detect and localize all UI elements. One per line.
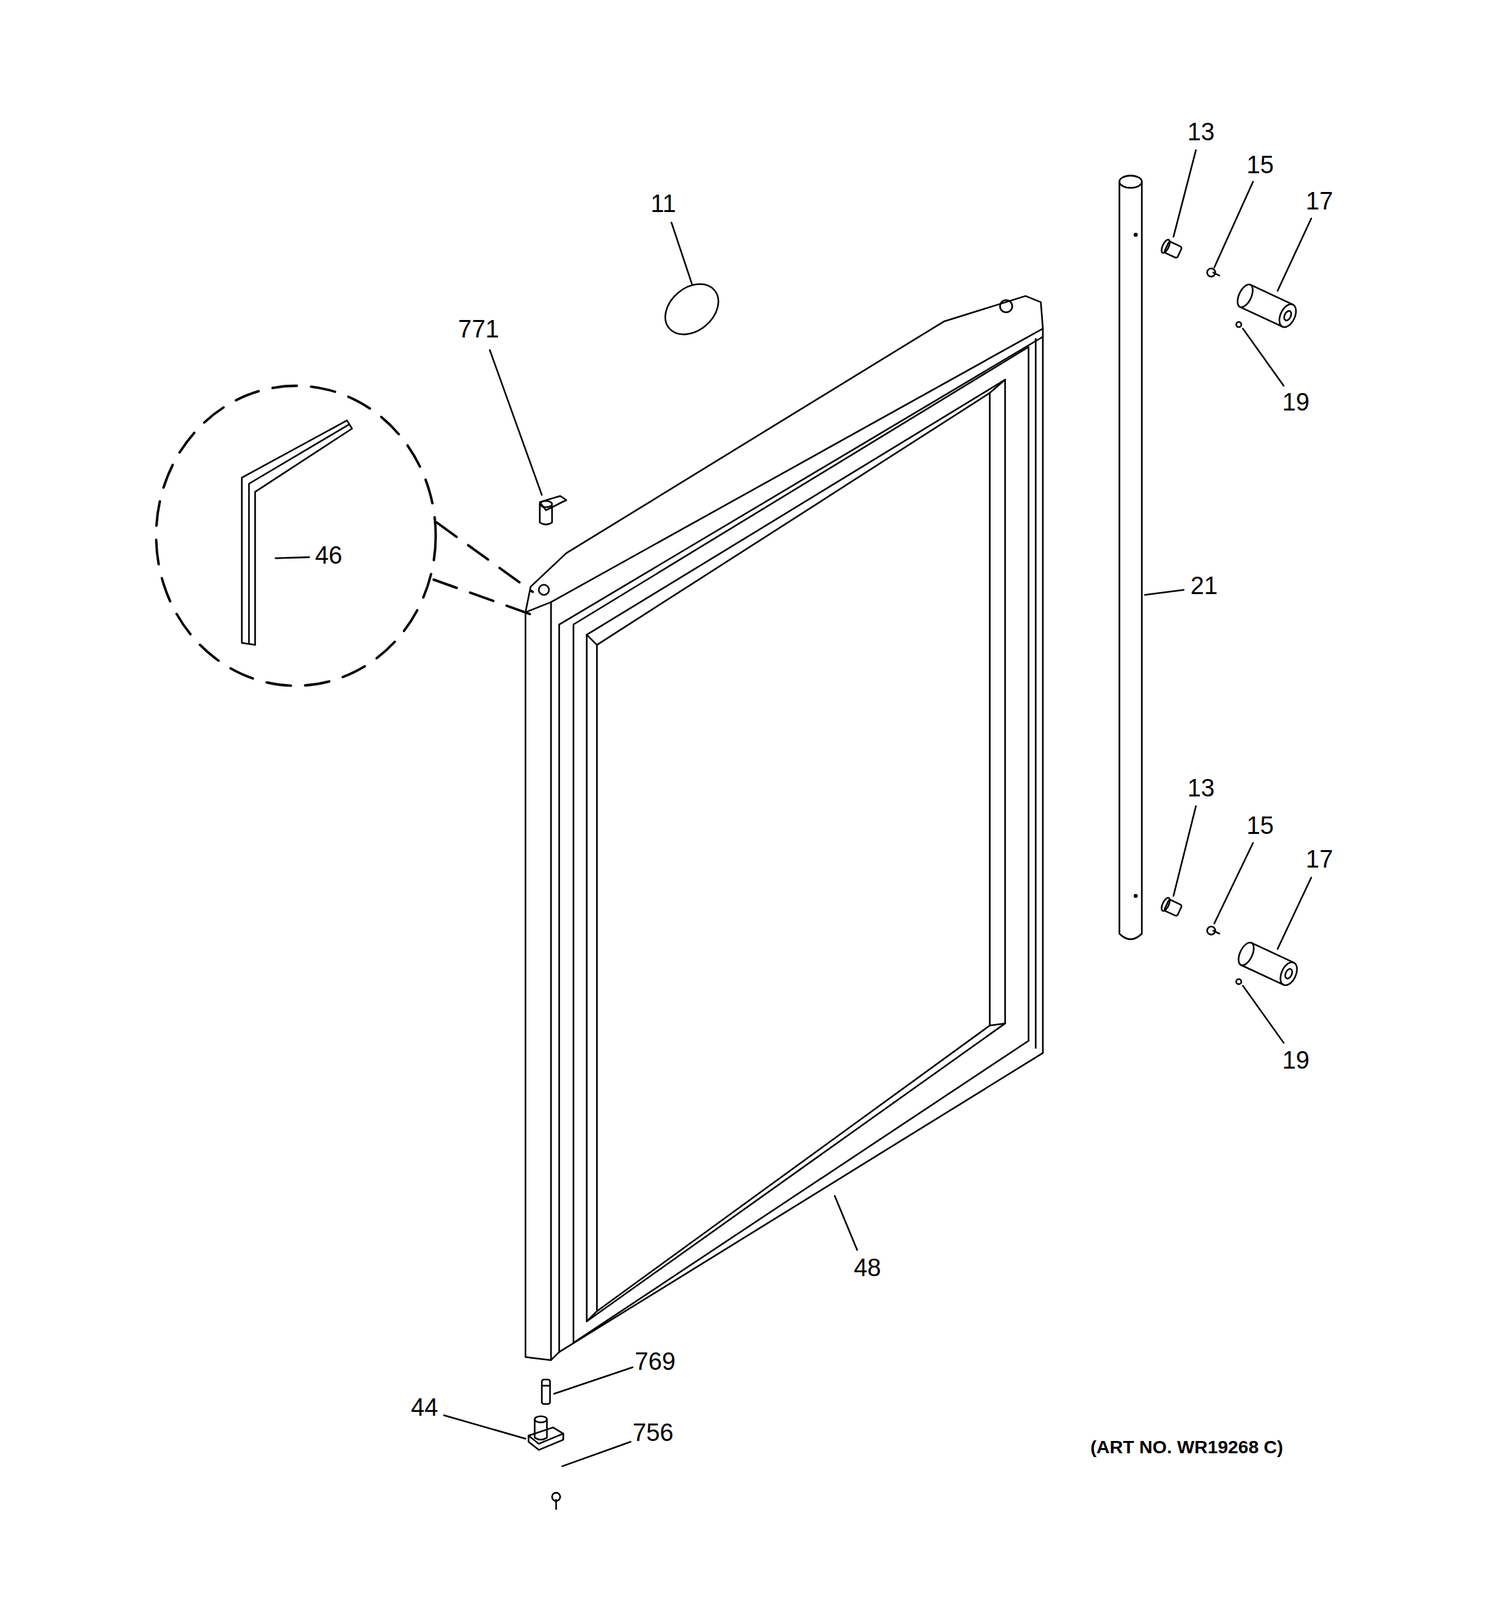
hinge-parts [528, 1379, 564, 1510]
art-number: (ART NO. WR19268 C) [1090, 1437, 1283, 1457]
leader-lines [275, 150, 1312, 1467]
callout-number: 771 [458, 317, 500, 343]
callout-number: 17 [1306, 190, 1334, 215]
callout-number: 13 [1187, 120, 1215, 145]
callout-number: 19 [1282, 390, 1310, 416]
callout-number: 756 [632, 1421, 674, 1446]
callout-number: 46 [314, 543, 343, 569]
stop-part [539, 495, 567, 525]
callout-number: 11 [650, 192, 676, 217]
gasket-detail [155, 385, 533, 686]
callout-number: 15 [1246, 153, 1274, 178]
door-frame [525, 296, 1043, 1361]
callout-number: 13 [1187, 776, 1215, 802]
callout-number: 19 [1282, 1048, 1310, 1074]
callout-number: 21 [1190, 574, 1218, 600]
callout-number: 15 [1246, 814, 1274, 839]
callout-number: 44 [410, 1395, 438, 1421]
handle-part [1119, 175, 1142, 940]
callout-number: 769 [634, 1350, 676, 1375]
callout-number: 48 [853, 1256, 881, 1281]
callout-number: 17 [1306, 848, 1334, 873]
handle-mounts [1159, 238, 1301, 988]
